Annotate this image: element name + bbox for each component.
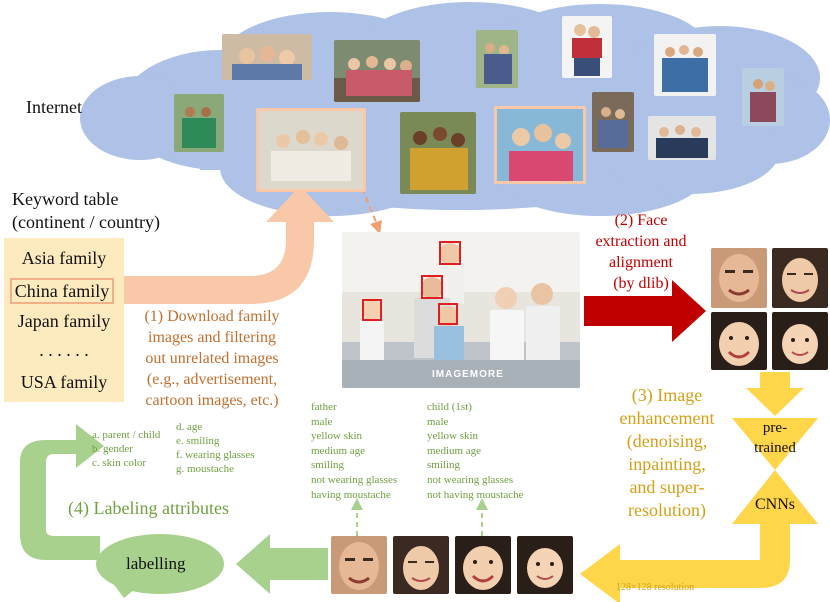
step3-text: (3) Image enhancement (denoising, inpain… [619, 385, 715, 520]
face-child1-enhanced [455, 536, 511, 594]
cnn-label-pre: pre- [762, 420, 788, 436]
cloud-photo-7 [174, 94, 224, 152]
cloud-photo-3 [476, 30, 518, 88]
keyword-item-selected: China family [10, 278, 114, 304]
cloud-photo-11 [648, 116, 716, 160]
keyword-table: Asia family China family Japan family . … [4, 238, 124, 402]
cnn-label-cnns: CNNs [754, 496, 795, 513]
step1-text: (1) Download family images and filtering… [144, 308, 280, 409]
resolution-label: 128×128 resolution [616, 582, 695, 593]
keyword-item: USA family [20, 372, 108, 392]
down-arrow-yellow [746, 372, 804, 416]
cnn-hourglass [732, 418, 818, 524]
keyword-table-subtitle: (continent / country) [12, 212, 160, 232]
attributes-col2: d. age e. smiling f. wearing glasses g. … [176, 421, 255, 475]
step4-text: (4) Labeling attributes [68, 498, 229, 518]
cnn-label-trained: trained [754, 440, 796, 456]
cloud-photo-2 [334, 40, 420, 102]
face-child1-aligned [711, 312, 767, 370]
bubble-tail [112, 582, 136, 598]
father-labels: father male yellow skin medium age smili… [311, 401, 398, 501]
face-child2-enhanced [517, 536, 573, 594]
face-child2-aligned [772, 312, 828, 370]
cloud-photo-6 [742, 68, 784, 126]
cloud-photo-9 [494, 106, 586, 184]
loop-arrow [20, 424, 104, 560]
cloud-photo-selected [256, 108, 366, 192]
face-extraction-arrow [584, 280, 706, 342]
download-arrow [124, 186, 334, 304]
face-father-aligned [711, 248, 767, 308]
face-mother-enhanced [393, 536, 449, 594]
cloud-photo-4 [562, 16, 612, 78]
face-father-enhanced [331, 536, 387, 594]
cloud-photo-1 [222, 34, 312, 80]
labelling-bubble [96, 534, 224, 594]
face-mother-aligned [772, 248, 828, 308]
keyword-table-title: Keyword table [12, 189, 119, 209]
dashed-arrow-head [370, 220, 382, 234]
step2-text: (2) Face extraction and alignment (by dl… [595, 212, 687, 292]
to-labelling-arrow [236, 534, 328, 594]
enhance-arrow [580, 524, 790, 602]
keyword-item: . . . . . . [39, 340, 89, 360]
internet-label: Internet [26, 97, 82, 117]
watermark: IMAGEMORE [432, 369, 504, 380]
labelling-text: labelling [126, 554, 186, 573]
family-photo [342, 232, 580, 388]
child-labels: child (1st) male yellow skin medium age … [427, 401, 524, 501]
cloud-photo-5 [654, 34, 716, 96]
keyword-item: Japan family [17, 311, 111, 331]
cloud-photo-8 [400, 112, 476, 194]
dashed-arrow [361, 187, 377, 223]
attributes-col1: a. parent / child b. gender c. skin colo… [92, 429, 161, 469]
keyword-item: Asia family [21, 248, 107, 268]
cloud-photo-10 [592, 92, 634, 152]
